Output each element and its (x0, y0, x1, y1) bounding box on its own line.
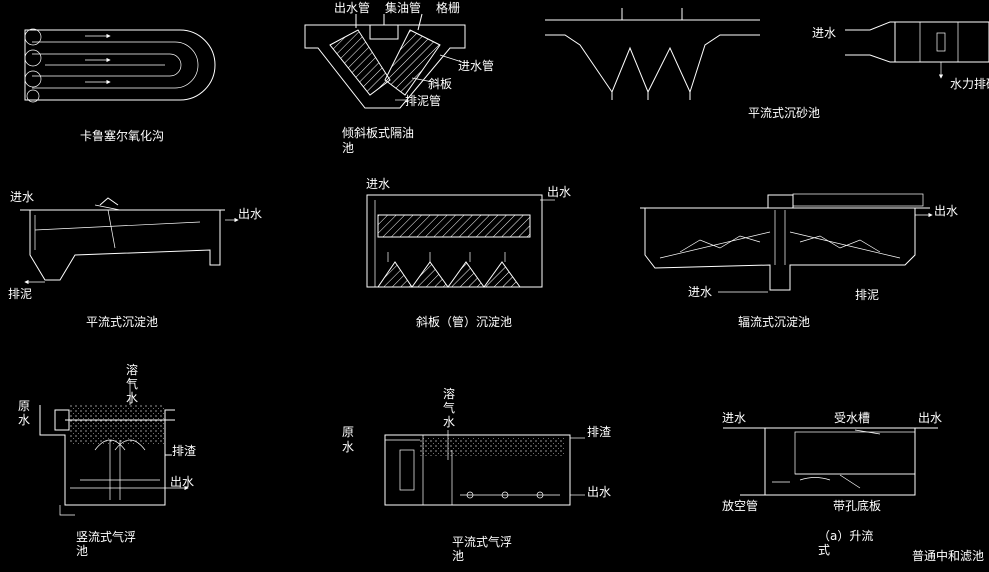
incl-inlet-label: 进水 (366, 177, 390, 191)
radial-tank: 出水 进水 排泥 辐流式沉淀池 (640, 193, 958, 329)
oil-collect-pipe-label: 集油管 (385, 0, 421, 15)
upflow-drain-label: 放空管 (722, 498, 758, 513)
hflot-raw-2: 水 (342, 440, 354, 454)
grit-chamber: 平流式沉砂池 (545, 8, 820, 120)
grille-label: 格栅 (436, 0, 460, 15)
hsed-outlet-label: 出水 (238, 207, 262, 221)
oil-separator: 出水管 集油管 格栅 进水管 斜板 排泥管 倾斜板式隔油 池 (304, 0, 494, 155)
hflot-air-2: 气 (443, 400, 455, 415)
radial-outlet-label: 出水 (934, 204, 958, 218)
hydraulic-drain-label: 水力排砂 (950, 77, 989, 91)
upflow-outlet-label: 出水 (918, 411, 942, 425)
hydraulic-inlet-label: 进水 (812, 26, 836, 40)
oil-sep-title-2: 池 (342, 141, 354, 155)
oil-in-pipe-label: 进水管 (458, 58, 494, 73)
vflot-outlet-label: 出水 (170, 475, 194, 489)
incl-outlet-label: 出水 (547, 185, 571, 199)
hflot-title-1: 平流式气浮 (452, 534, 512, 549)
hflot-raw-1: 原 (342, 425, 354, 439)
slant-plate-label: 斜板 (428, 77, 452, 91)
aerator-rotors (24, 28, 42, 103)
upflow-plate-label: 带孔底板 (833, 498, 881, 513)
grit-title: 平流式沉砂池 (748, 106, 820, 120)
hflot-title-2: 池 (452, 549, 464, 563)
upflow-inlet-label: 进水 (722, 411, 746, 425)
radial-inlet-label: 进水 (688, 285, 712, 299)
hsed-title: 平流式沉淀池 (86, 315, 158, 329)
vflot-air-1: 溶 (126, 362, 138, 377)
vflot-raw-2: 水 (18, 413, 30, 427)
vflot-air-2: 气 (126, 376, 138, 391)
vflot-raw-1: 原 (18, 399, 30, 413)
hflot-outlet-label: 出水 (587, 485, 611, 499)
radial-title: 辐流式沉淀池 (738, 314, 810, 329)
carrousel-title: 卡鲁塞尔氧化沟 (80, 128, 164, 143)
upflow-trough-label: 受水槽 (834, 411, 870, 425)
incl-title: 斜板（管）沉淀池 (416, 314, 512, 329)
hydraulic-grit: 进水 水力排砂 (812, 21, 989, 91)
vflot-air-3: 水 (126, 391, 138, 405)
horizontal-sed-tank: 进水 出水 排泥 平流式沉淀池 (8, 190, 262, 329)
oil-out-pipe-label: 出水管 (334, 0, 370, 15)
vflot-scum-label: 排渣 (172, 444, 196, 458)
upflow-caption: 普通中和滤池 (912, 548, 984, 563)
hsed-inlet-label: 进水 (10, 190, 34, 204)
upflow-title-2: 式 (818, 543, 830, 557)
horizontal-flotation: 原 水 溶 气 水 排渣 出水 平流式气浮 池 (342, 386, 611, 563)
upflow-filter: 进水 受水槽 出水 放空管 带孔底板 （a）升流 式 普通中和滤池 (722, 411, 984, 563)
hflot-scum-label: 排渣 (587, 425, 611, 439)
oil-sep-title-1: 倾斜板式隔油 (342, 126, 414, 140)
inclined-tube-tank: 进水 出水 斜板（管）沉淀池 (366, 177, 571, 329)
vflot-title-2: 池 (76, 544, 88, 558)
hflot-air-3: 水 (443, 415, 455, 429)
radial-sludge-label: 排泥 (855, 288, 879, 302)
upflow-title-1: （a）升流 (818, 529, 873, 543)
hflot-air-1: 溶 (443, 386, 455, 401)
carrousel-ditch: 卡鲁塞尔氧化沟 (24, 28, 216, 143)
vertical-flotation: 原 水 溶 气 水 排渣 出水 竖流式气浮 池 (18, 362, 196, 558)
vflot-title-1: 竖流式气浮 (76, 529, 136, 544)
sludge-pipe-label: 排泥管 (405, 93, 441, 108)
hsed-sludge-label: 排泥 (8, 287, 32, 301)
